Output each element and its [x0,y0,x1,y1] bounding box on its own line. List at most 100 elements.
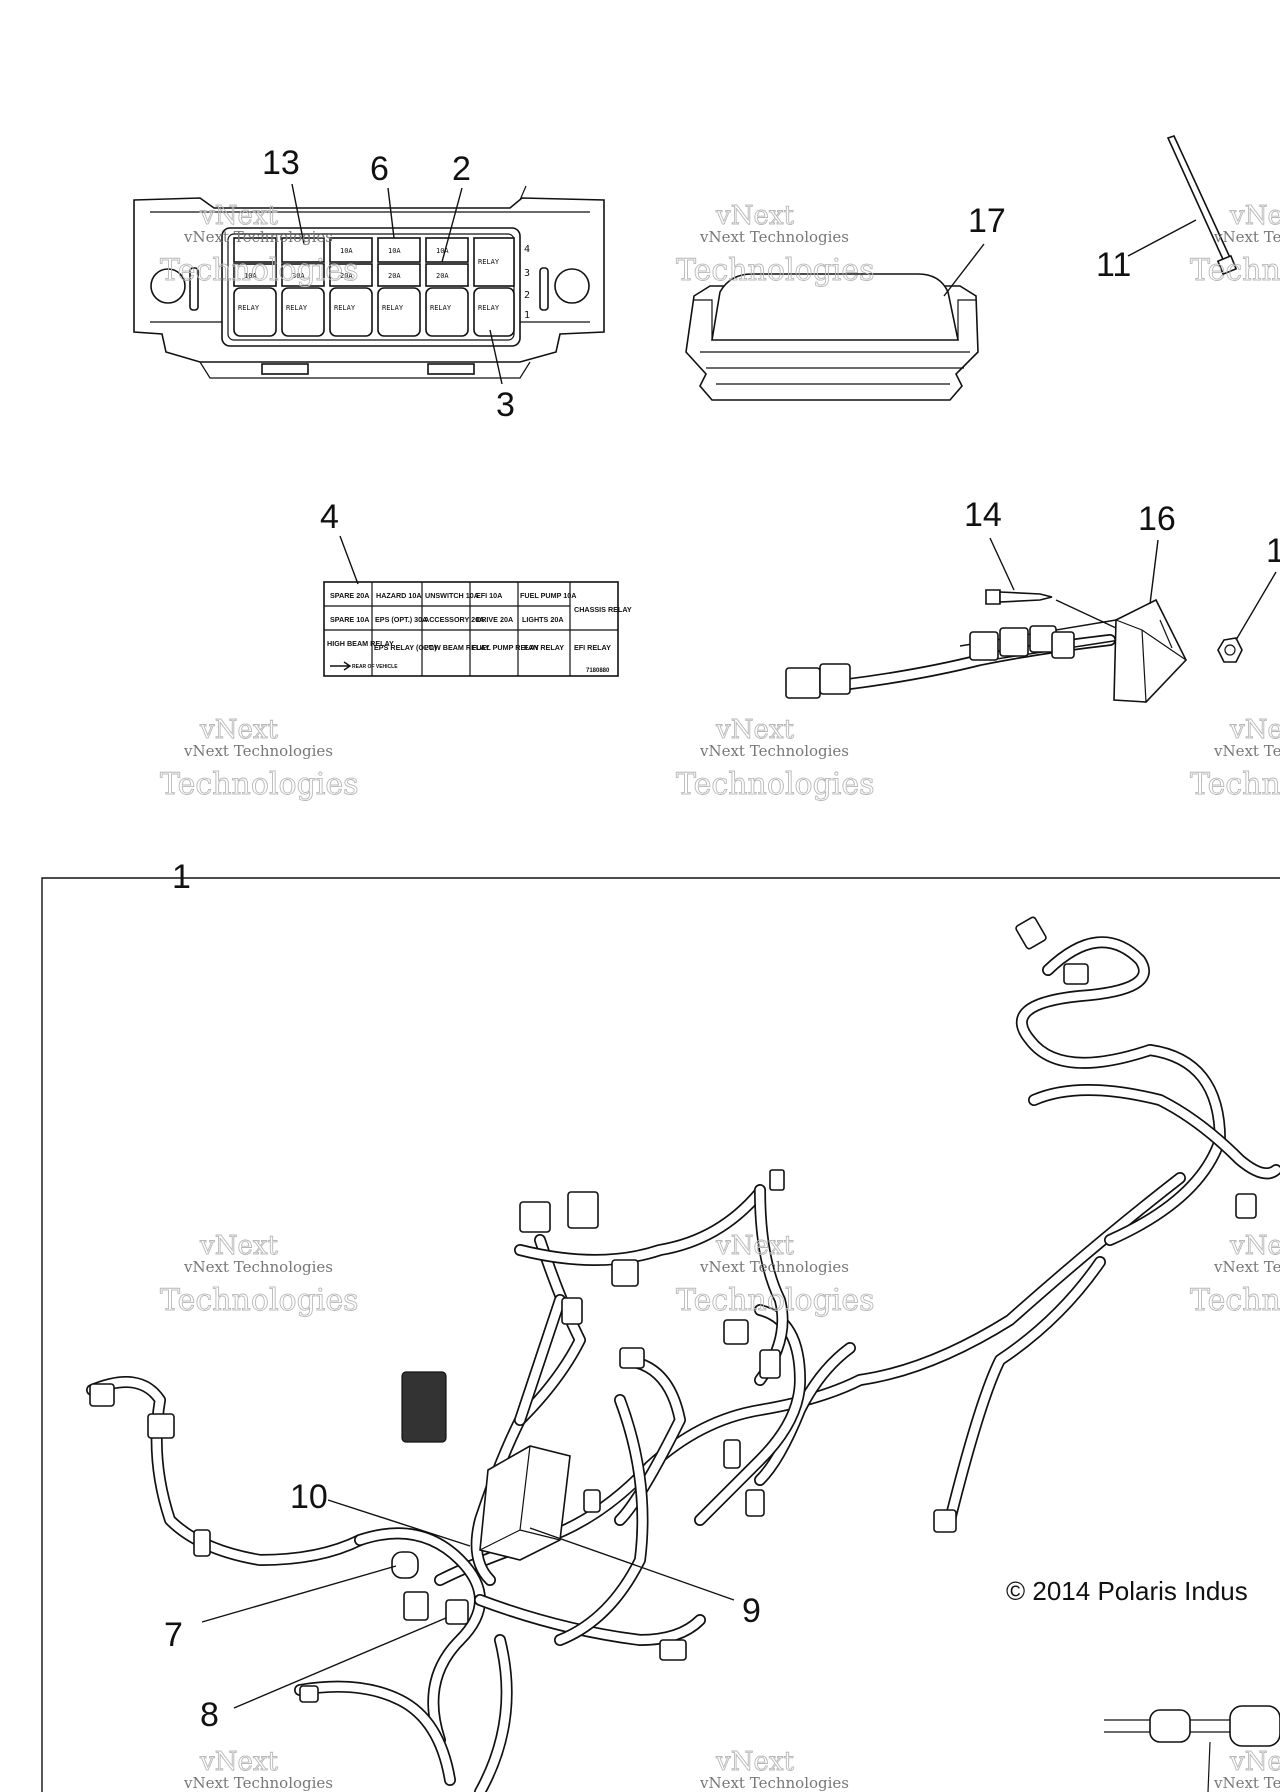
watermark-text: Technologies [1190,253,1280,288]
label-r3-c2: EPS RELAY (OPT.) [374,643,437,652]
fuse-side-4: 4 [524,244,530,255]
fuse-r1-c4: 10A [388,247,401,255]
label-r3-c5: FAN RELAY [524,643,564,652]
nut [1217,637,1243,663]
watermark-9: vNext vNext Technologies Technologies [1190,1231,1280,1319]
fuse-r3-c6: RELAY [478,304,500,312]
label-r1-c4: EFI 10A [476,591,502,600]
watermark-text: vNext [715,1231,794,1261]
fuse-r2-c3: 20A [340,272,353,280]
callout-16: 16 [1138,500,1176,538]
harness-frame [41,877,1280,1792]
fuse-r3-c5: RELAY [430,304,452,312]
watermark-text: vNext Technologies [183,742,333,760]
watermark-text: vNext [1229,201,1280,231]
callout-9: 9 [742,1592,761,1630]
callout-6: 6 [370,150,389,188]
watermark-group: vNext vNext Technologies Technologies vN… [160,201,1280,1792]
watermark-text: vNext [1229,1231,1280,1261]
label-r1-c6: CHASSIS RELAY [574,605,632,614]
label-r2-c2: EPS (OPT.) 30A [375,615,427,624]
watermark-text: Technologies [160,1283,359,1318]
callout-15: 1 [1266,532,1280,570]
watermark-text: vNext [1229,1747,1280,1777]
fuse-label-decal [323,581,619,677]
label-r3-c3: LOW BEAM RELAY [424,643,490,652]
watermark-text: vNext [199,201,278,231]
fuse-r1-c6: RELAY [478,258,500,266]
fuse-r2-c5: 20A [436,272,449,280]
label-r3-c1: HIGH BEAM RELAY [327,639,394,648]
watermark-7: vNext vNext Technologies Technologies [160,1231,359,1319]
watermark-text: vNext Technologies [183,228,333,246]
label-r1-c5: FUEL PUMP 10A [520,591,576,600]
watermark-11: vNext vNext Technologies [699,1747,849,1792]
callout-10: 10 [290,1478,328,1516]
watermark-text: vNext [199,1747,278,1777]
watermark-text: vNext [199,1231,278,1261]
fuse-r3-c2: RELAY [286,304,308,312]
watermark-text: vNext Technologies [699,742,849,760]
watermark-text: vNext Technologies [699,1774,849,1792]
fuse-r1-c5: 10A [436,247,449,255]
watermark-6: vNext vNext Technologies Technologies [1190,715,1280,803]
main-wiring-harness [86,936,1280,1792]
watermark-text: vNext Technologies [183,1774,333,1792]
label-r3-c4: FUEL PUMP RELAY [472,643,539,652]
watermark-text: Technologies [1190,767,1280,802]
callout-1: 1 [172,858,191,896]
watermark-text: Technologies [676,253,875,288]
callout-3: 3 [496,386,515,424]
watermark-text: Technologies [160,767,359,802]
relay-module-assembly [785,589,1187,703]
callout-4: 4 [320,498,339,536]
fuse-side-2: 2 [524,290,530,301]
label-r2-c3: ACCESSORY 20A [424,615,484,624]
callout-11: 11 [1096,246,1131,284]
watermark-8: vNext vNext Technologies Technologies [676,1231,875,1319]
harness-connectors [89,916,1257,1703]
fuse-box: 10A 10A 10A RELAY 10A 30A 20A 20A 20A RE… [133,185,605,379]
watermark-text: vNext [1229,715,1280,745]
fuse-side-1: 1 [524,310,530,321]
watermark-text: Technologies [160,253,359,288]
label-r2-c4: DRIVE 20A [476,615,513,624]
watermark-text: Technologies [1190,1283,1280,1318]
watermark-5: vNext vNext Technologies Technologies [676,715,875,803]
copyright-text: © 2014 Polaris Indus [1006,1576,1248,1606]
callout-2: 2 [452,150,471,188]
fuse-side-3: 3 [524,268,530,279]
inline-fuse-holder [1104,1705,1280,1792]
fuse-r2-c4: 20A [388,272,401,280]
callout-7: 7 [164,1616,183,1654]
watermark-3: vNext vNext Technologies Technologies [1190,201,1280,289]
callout-8: 8 [200,1696,219,1734]
watermark-text: vNext Technologies [1213,1774,1280,1792]
watermark-text: vNext [715,1747,794,1777]
watermark-text: vNext Technologies [1213,742,1280,760]
watermark-text: vNext Technologies [183,1258,333,1276]
watermark-text: Technologies [676,767,875,802]
watermark-12: vNext vNext Technologies [1213,1747,1280,1792]
watermark-text: vNext Technologies [1213,228,1280,246]
fuse-box-cover [685,273,979,401]
fuse-r2-c1: 10A [244,272,257,280]
label-part-number: 7180880 [586,668,610,674]
label-r1-c3: UNSWITCH 10A [425,591,479,600]
rear-arrow-icon [330,661,352,671]
watermark-text: vNext Technologies [699,228,849,246]
label-r2-c5: LIGHTS 20A [522,615,564,624]
label-r1-c1: SPARE 20A [330,591,369,600]
watermark-2: vNext vNext Technologies Technologies [676,201,875,289]
harness-fuse-box [479,1445,571,1561]
fuse-r3-c4: RELAY [382,304,404,312]
fuse-r2-c2: 30A [292,272,305,280]
fuse-r1-c3: 10A [340,247,353,255]
label-r3-c6: EFI RELAY [574,643,611,652]
watermark-text: vNext Technologies [699,1258,849,1276]
label-arrow-text: REAR OF VEHICLE [352,664,398,670]
watermark-text: vNext [715,715,794,745]
callout-13: 13 [262,144,300,182]
watermark-text: vNext [199,715,278,745]
